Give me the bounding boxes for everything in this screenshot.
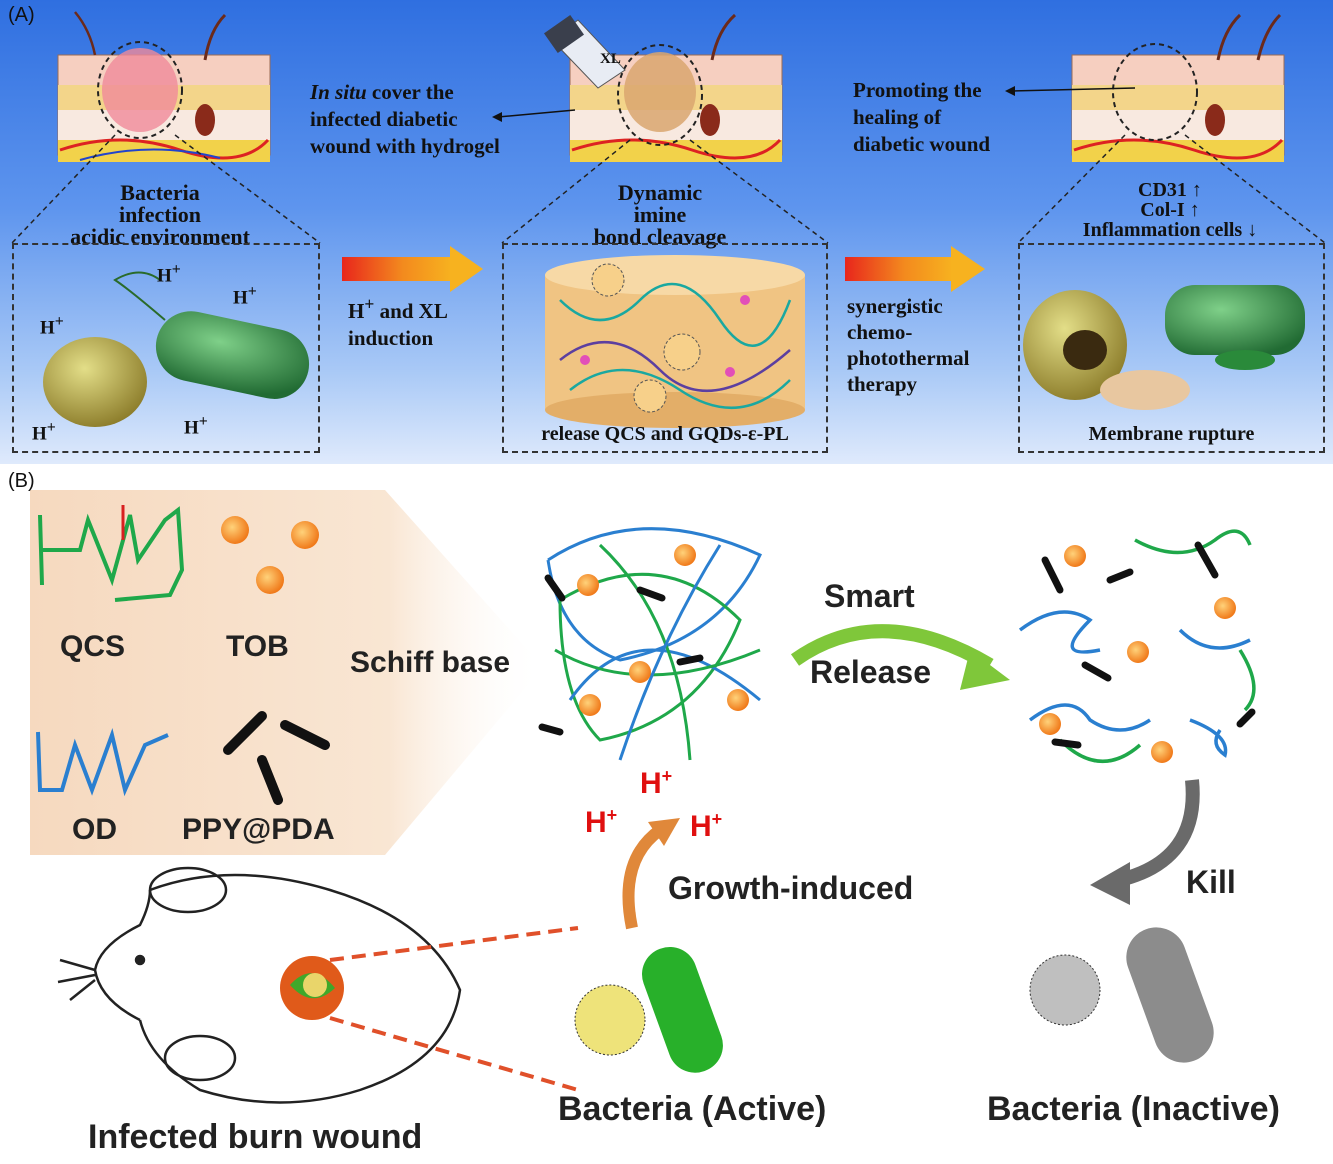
growth-arrow — [622, 818, 680, 930]
panel-a-label: (A) — [8, 4, 35, 26]
burn-wound — [280, 956, 344, 1020]
bacteria-box1-graphic — [43, 271, 310, 427]
h-ion-right: H+ — [690, 809, 723, 843]
ppy-pda-rods — [223, 711, 330, 805]
panel-b-label: (B) — [8, 470, 35, 492]
h-ion-5: H+ — [184, 413, 208, 439]
infected-wound-label: Infected burn wound — [88, 1118, 423, 1156]
inactive-bacteria — [1029, 927, 1214, 1063]
qcs-strand — [38, 505, 185, 602]
therapy-arrow — [845, 246, 985, 292]
h-ion-left: H+ — [585, 805, 618, 839]
schiff-base-label: Schiff base — [350, 646, 511, 679]
release-box — [502, 243, 828, 453]
h-ion-top: H+ — [640, 766, 673, 800]
tob-particles — [221, 516, 319, 594]
xl-label: XL — [600, 51, 621, 67]
h-ion-4: H+ — [32, 419, 56, 445]
label-od: OD — [72, 813, 117, 846]
label-tob: TOB — [226, 630, 289, 663]
release-label: Release — [810, 654, 931, 690]
wound-zoom-lines — [329, 926, 579, 1092]
smart-release-arrow — [790, 624, 1010, 690]
kill-label: Kill — [1186, 864, 1236, 900]
rupture-box — [1018, 243, 1325, 453]
step3-caption: CD31 ↑ Col-I ↑ Inflammation cells ↓ — [1082, 179, 1258, 241]
ruptured-bacteria-graphic — [1023, 285, 1305, 410]
h-ion-1: H+ — [157, 261, 181, 287]
smart-label: Smart — [824, 578, 915, 614]
therapy-text: synergistic chemo- photothermal therapy — [847, 294, 970, 396]
hydrogel-particles — [577, 544, 749, 716]
inactive-bacteria-label: Bacteria (Inactive) — [987, 1090, 1280, 1128]
label-qcs: QCS — [60, 630, 126, 663]
skin-block-2 — [544, 13, 783, 162]
mouse-illustration — [57, 866, 462, 1104]
healing-note: Promoting the healing of diabetic wound — [853, 78, 991, 156]
induction-text: H+ and XL induction — [348, 294, 448, 350]
release-text: release QCS and GQDs-ε-PL — [541, 423, 789, 445]
h-ion-3: H+ — [40, 313, 64, 339]
bacteria-box — [12, 243, 320, 453]
induction-arrow — [342, 246, 483, 292]
skin-block-1 — [57, 11, 271, 162]
growth-induced-label: Growth-induced — [668, 870, 914, 906]
od-strand — [36, 728, 169, 797]
active-bacteria — [574, 946, 723, 1073]
note-arrow-1 — [497, 109, 576, 118]
rupture-text: Membrane rupture — [1088, 423, 1255, 445]
h-ion-2: H+ — [233, 283, 257, 309]
components-background — [30, 490, 543, 855]
skin-block-3 — [1071, 13, 1285, 162]
active-bacteria-label: Bacteria (Active) — [558, 1090, 827, 1128]
hydrogel-network — [546, 527, 763, 761]
kill-arrow — [1090, 779, 1200, 905]
step2-caption: Dynamic imine bond cleavage — [593, 180, 727, 249]
hydrogel-cylinder — [545, 255, 805, 428]
released-components — [1018, 529, 1256, 763]
step1-caption: Bacteria infection acidic environment — [70, 180, 250, 249]
note-arrow-2 — [1011, 87, 1136, 92]
hydrogel-cover-note: In situ cover the infected diabetic woun… — [310, 80, 500, 158]
hydrogel-rods — [538, 574, 704, 736]
label-ppy-pda: PPY@PDA — [182, 813, 335, 846]
zoom-lines — [11, 134, 1326, 244]
